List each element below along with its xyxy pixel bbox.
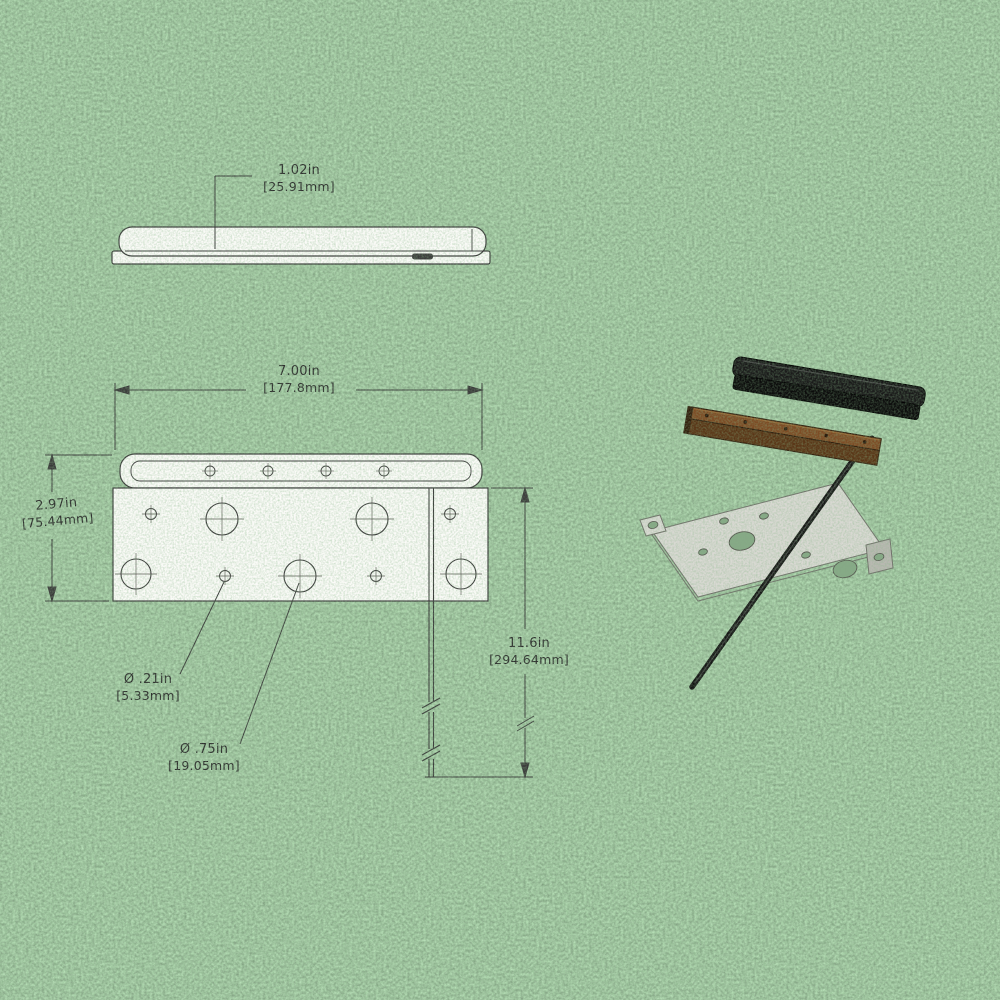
dim-large-hole-metric: [19.05mm] xyxy=(168,757,240,773)
dim-small-hole-inches: Ø .21in xyxy=(123,672,173,687)
dim-thickness-inches: 1.02in xyxy=(277,163,320,178)
exploded-fixture-body xyxy=(683,405,882,466)
dim-plate-height xyxy=(45,453,112,603)
dim-overall-height-metric: [294.64mm] xyxy=(489,651,569,667)
dim-overall-height-inches: 11.6in xyxy=(507,636,550,651)
mounting-plate-front xyxy=(112,487,489,602)
dim-small-hole-label: Ø .21in [5.33mm] xyxy=(116,672,180,703)
front-hinge-bar xyxy=(119,453,483,489)
dim-small-hole-metric: [5.33mm] xyxy=(116,687,180,703)
dim-thickness-label: 1.02in [25.91mm] xyxy=(263,163,335,194)
dim-large-hole-label: Ø .75in [19.05mm] xyxy=(168,742,240,773)
dim-overall-height-label: 11.6in [294.64mm] xyxy=(489,636,569,667)
dim-width-inches: 7.00in xyxy=(277,364,320,379)
dim-plate-height-label: 2.97in [75.44mm] xyxy=(20,494,94,530)
dim-width-metric: [177.8mm] xyxy=(263,379,335,395)
side-view-slot xyxy=(412,253,433,260)
dim-thickness-metric: [25.91mm] xyxy=(263,178,335,194)
dim-large-hole-inches: Ø .75in xyxy=(179,742,229,757)
leader-large-hole xyxy=(239,582,300,745)
side-profile-view xyxy=(111,226,491,265)
exploded-cover xyxy=(732,356,926,421)
dim-width-label: 7.00in [177.8mm] xyxy=(263,364,335,395)
